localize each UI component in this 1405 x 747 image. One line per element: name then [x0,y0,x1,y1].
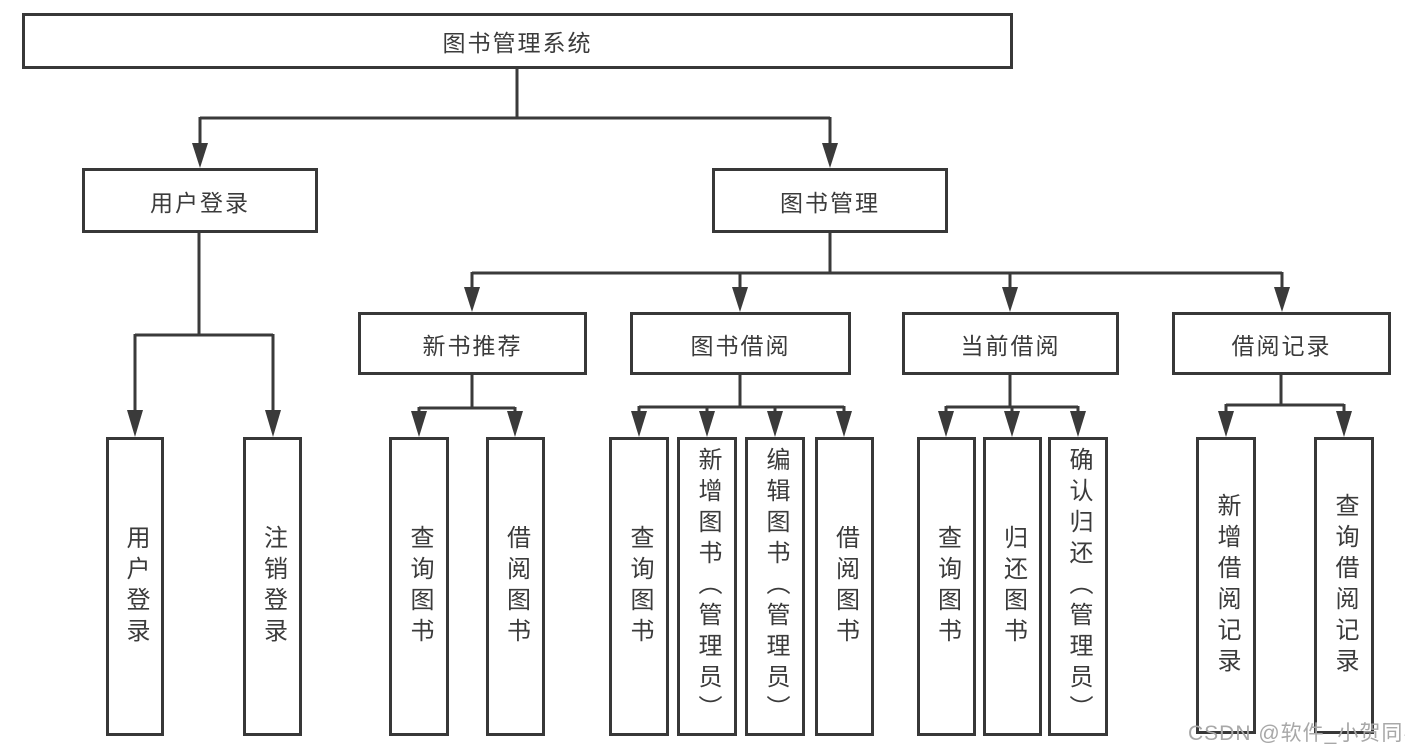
node-current-borrow: 当前借阅 [902,312,1119,375]
leaf-current-borrow-2: 确认归还（管理员） [1048,437,1108,736]
arrowhead [1002,287,1018,312]
leaf-borrow-record-0: 新增借阅记录 [1196,437,1256,734]
arrowhead [464,287,480,312]
node-borrow-record: 借阅记录 [1172,312,1391,375]
node-book-mgmt: 图书管理 [712,168,948,233]
node-new-book-rec: 新书推荐 [358,312,587,375]
connector-book-mgmt [470,231,1284,289]
leaf-book-borrow-0: 查询图书 [609,437,669,736]
leaf-user-login-1: 注销登录 [243,437,302,736]
leaf-new-book-rec-0: 查询图书 [389,437,449,736]
connector-borrow-record [1224,373,1346,413]
node-book-borrow: 图书借阅 [630,312,851,375]
connector-user-login [133,231,275,412]
arrowhead [822,143,838,168]
arrowhead [938,411,954,437]
leaf-book-borrow-3: 借阅图书 [815,437,874,736]
arrowhead [507,411,523,437]
connector-book-borrow [637,373,846,413]
arrowhead [127,410,143,437]
arrowhead [631,411,647,437]
arrowhead [836,411,852,437]
arrowhead [1336,411,1352,437]
leaf-book-borrow-2: 编辑图书（管理员） [745,437,805,736]
leaf-user-login-0: 用户登录 [106,437,164,736]
leaf-current-borrow-1: 归还图书 [983,437,1042,736]
connector-current-borrow [944,373,1080,413]
arrowhead [767,411,783,437]
arrowhead [265,410,281,437]
arrowhead [1218,411,1234,437]
node-root: 图书管理系统 [22,13,1013,69]
arrowhead [192,143,208,168]
arrowhead [1004,411,1020,437]
leaf-new-book-rec-1: 借阅图书 [486,437,545,736]
arrowhead [1070,411,1086,437]
watermark: CSDN @软件_小贺同学 [1188,722,1405,745]
arrowhead [732,287,748,312]
connector-root [198,66,832,144]
leaf-borrow-record-1: 查询借阅记录 [1314,437,1374,734]
node-user-login: 用户登录 [82,168,318,233]
leaf-book-borrow-1: 新增图书（管理员） [677,437,737,736]
arrowhead [1274,287,1290,312]
leaf-current-borrow-0: 查询图书 [917,437,976,736]
connector-new-book-rec [417,373,517,413]
arrowhead [411,411,427,437]
arrowhead [699,411,715,437]
